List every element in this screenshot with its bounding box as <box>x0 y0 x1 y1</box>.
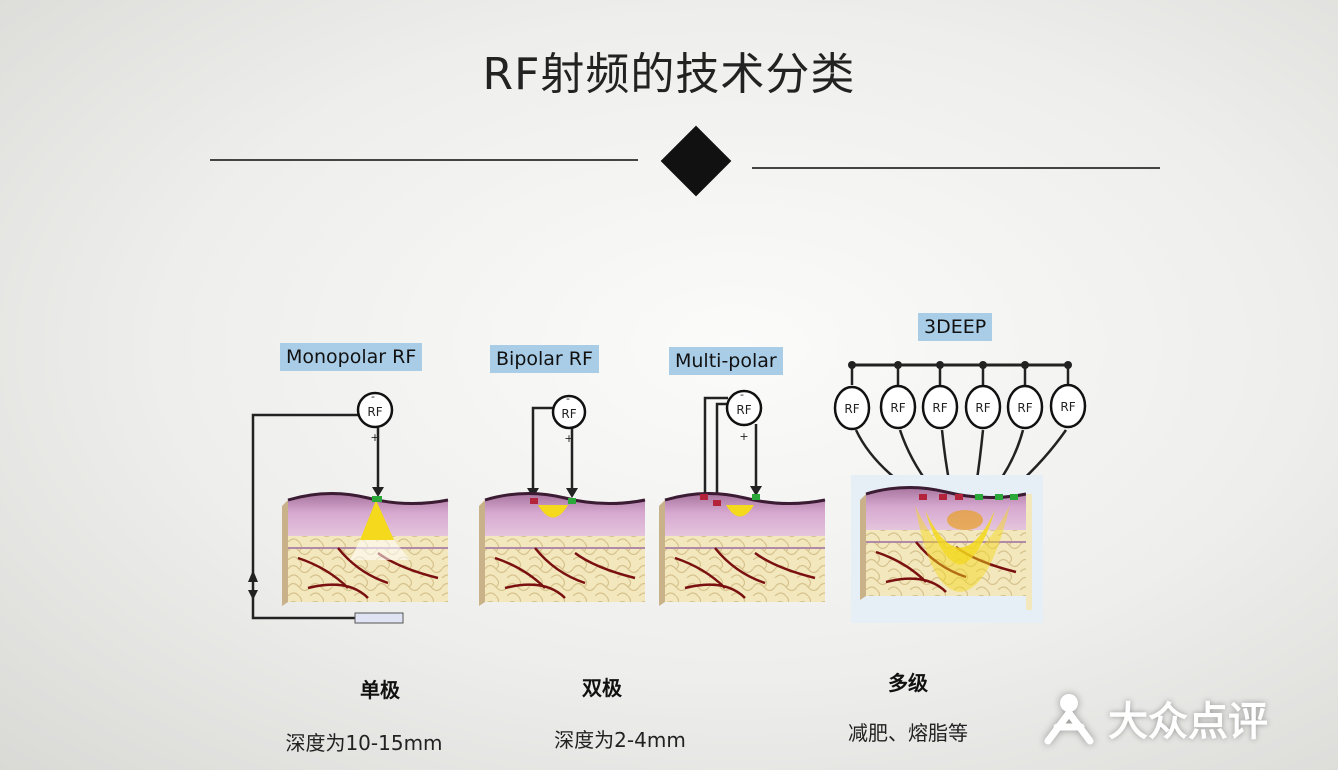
divider-line-right <box>752 167 1160 169</box>
rf-electrode-icon <box>551 394 587 430</box>
svg-text:RF: RF <box>561 407 576 421</box>
svg-text:RF: RF <box>736 403 751 417</box>
svg-text:-: - <box>740 388 744 401</box>
monopolar-diagram: RF - + <box>248 390 450 624</box>
monopolar-rf-label: Monopolar RF <box>280 343 423 371</box>
multipolar-label: Multi-polar <box>669 347 783 375</box>
bipolar-depth: 深度为2-4mm <box>554 728 686 752</box>
divider-line-left <box>210 159 638 161</box>
3deep-diagram: RF RF RF RF RF RF <box>833 361 1087 623</box>
dianping-logo-icon <box>1044 694 1094 745</box>
svg-text:RF: RF <box>844 402 859 416</box>
slide-title: RF射频的技术分类 <box>482 49 856 100</box>
svg-text:RF: RF <box>1017 401 1032 415</box>
svg-text:RF: RF <box>890 401 905 415</box>
bipolar-rf-label: Bipolar RF <box>490 345 599 373</box>
bipolar-diagram: RF - + <box>477 392 647 608</box>
multipolar-diagram: RF - + <box>657 388 827 608</box>
rf-electrode-icon <box>356 391 394 429</box>
svg-text:RF: RF <box>1060 400 1075 414</box>
svg-text:+: + <box>370 431 379 444</box>
bipolar-caption: 双极 <box>582 676 622 700</box>
svg-text:-: - <box>566 392 570 405</box>
multipolar-use: 减肥、熔脂等 <box>848 721 968 745</box>
svg-text:+: + <box>739 430 748 443</box>
dianping-watermark: 大众点评 <box>1040 688 1268 748</box>
svg-text:-: - <box>371 390 375 403</box>
svg-text:RF: RF <box>975 401 990 415</box>
monopolar-depth: 深度为10-15mm <box>285 731 443 755</box>
multipolar-caption: 多级 <box>888 671 928 695</box>
svg-text:RF: RF <box>367 405 382 419</box>
3deep-label: 3DEEP <box>918 313 993 341</box>
watermark-text: 大众点评 <box>1108 699 1268 745</box>
svg-text:+: + <box>564 432 573 445</box>
svg-text:RF: RF <box>932 401 947 415</box>
rf-electrode-icon <box>725 389 763 427</box>
monopolar-caption: 单极 <box>360 678 400 702</box>
